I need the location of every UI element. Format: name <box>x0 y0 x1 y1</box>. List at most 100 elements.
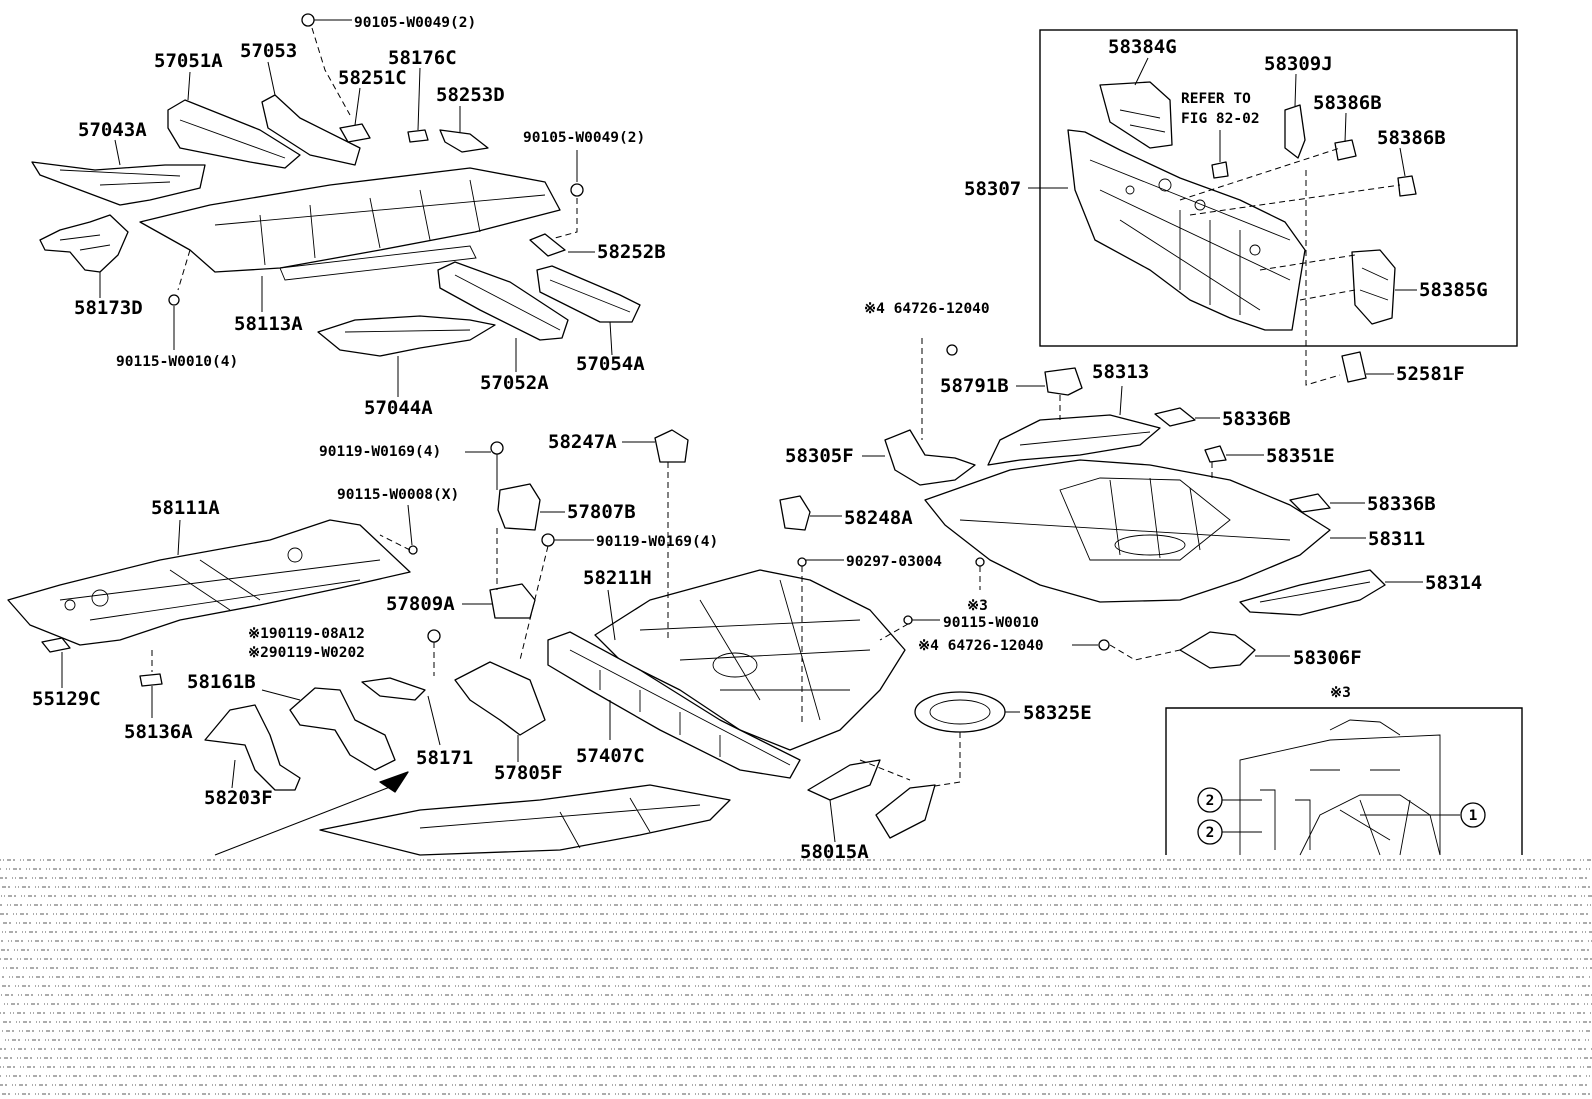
label-58325e: 58325E <box>1023 702 1092 724</box>
part-58111a <box>7 519 411 646</box>
part-lower-floor <box>319 784 731 856</box>
part-57051a <box>167 99 301 169</box>
part-58161b <box>289 687 396 771</box>
label-58176c: 58176C <box>388 47 457 69</box>
label-58791b: 58791B <box>940 375 1009 397</box>
label-57053: 57053 <box>240 40 297 62</box>
label-58307: 58307 <box>964 178 1021 200</box>
leaders-top-left <box>99 19 613 397</box>
label-58314: 58314 <box>1425 572 1482 594</box>
label-circ-1: 1 <box>1469 808 1478 824</box>
part-58176c <box>407 129 429 143</box>
label-57407c: 57407C <box>576 745 645 767</box>
label-58313: 58313 <box>1092 361 1149 383</box>
label-57044a: 57044A <box>364 397 433 419</box>
part-58336b-b <box>1289 493 1331 513</box>
panel-58307-group <box>1039 29 1518 383</box>
leaders-rear-floor <box>862 338 1423 661</box>
bolt-90115-w0010 <box>903 615 913 625</box>
label-57805f: 57805F <box>494 762 563 784</box>
label-64726-top: ※4 64726-12040 <box>864 301 990 317</box>
label-58161b: 58161B <box>187 671 256 693</box>
label-90297: 90297-03004 <box>846 554 942 570</box>
arrow-indicator <box>214 784 396 856</box>
label-57052a: 57052A <box>480 372 549 394</box>
label-58113a: 58113A <box>234 313 303 335</box>
bolt-90105-right <box>570 183 584 197</box>
label-58211h: 58211H <box>583 567 652 589</box>
part-57807b <box>497 483 541 531</box>
leaders-top-right <box>1028 57 1417 386</box>
callout-circle-2a <box>1197 787 1223 813</box>
label-64726-bot: ※4 64726-12040 <box>918 638 1044 654</box>
label-90115-w0010: 90115-W0010 <box>943 615 1039 631</box>
label-58386b-b: 58386B <box>1377 127 1446 149</box>
label-58173d: 58173D <box>74 297 143 319</box>
label-90105-b: 90105-W0049(2) <box>523 130 645 146</box>
label-58336b-b: 58336B <box>1367 493 1436 515</box>
part-58247a <box>654 429 689 463</box>
label-58311: 58311 <box>1368 528 1425 550</box>
part-58251c <box>339 123 371 143</box>
bolt-90297 <box>797 557 807 567</box>
callout-circle-1 <box>1460 802 1486 828</box>
part-58386b-b <box>1397 175 1417 197</box>
label-57054a: 57054A <box>576 353 645 375</box>
label-52581f: 52581F <box>1396 363 1465 385</box>
label-58351e: 58351E <box>1266 445 1335 467</box>
front-floor-group <box>31 13 641 357</box>
part-58113a <box>139 167 561 273</box>
label-58252b: 58252B <box>597 241 666 263</box>
label-58309j: 58309J <box>1264 53 1333 75</box>
part-57053 <box>261 94 361 166</box>
inset-frame <box>1165 707 1523 855</box>
scan-noise-band <box>0 859 1592 1095</box>
label-57043a: 57043A <box>78 119 147 141</box>
callout-circle-2b <box>1197 819 1223 845</box>
part-58015a <box>807 759 881 801</box>
part-58309j <box>1284 104 1306 159</box>
part-58386b-a <box>1334 139 1357 161</box>
label-55129c: 55129C <box>32 688 101 710</box>
bolt-90119-08a12 <box>427 629 441 643</box>
label-90115-w0008: 90115-W0008(X) <box>337 487 459 503</box>
label-circ-2a: 2 <box>1206 793 1215 809</box>
label-58136a: 58136A <box>124 721 193 743</box>
bolt-90119-b <box>541 533 555 547</box>
part-58336b-a <box>1154 407 1196 427</box>
floor-pan-group <box>7 519 418 687</box>
part-58384g <box>1099 81 1173 149</box>
part-58325e <box>914 691 1006 733</box>
bolt-64726-bottom <box>1098 639 1110 651</box>
part-55129c <box>41 637 71 653</box>
part-58253d <box>439 129 489 153</box>
part-refer-clip <box>1211 161 1229 179</box>
part-57805f <box>454 661 546 736</box>
label-90119-b: 90119-W0169(4) <box>596 534 718 550</box>
part-58252b <box>529 233 566 257</box>
label-58015a: 58015A <box>800 841 869 863</box>
label-fig: FIG 82-02 <box>1181 111 1260 127</box>
part-58203f <box>204 704 301 791</box>
part-58248a <box>779 495 811 531</box>
part-58307 <box>1067 129 1306 331</box>
label-57807b: 57807B <box>567 501 636 523</box>
label-58111a: 58111A <box>151 497 220 519</box>
part-57052a <box>437 261 569 341</box>
label-58251c: 58251C <box>338 67 407 89</box>
label-58385g: 58385G <box>1419 279 1488 301</box>
rear-floor-group <box>884 344 1386 669</box>
part-58306f <box>1179 631 1256 669</box>
label-58203f: 58203F <box>204 787 273 809</box>
part-58136a <box>139 673 163 687</box>
label-58247a: 58247A <box>548 431 617 453</box>
label-90119-a: 90119-W0169(4) <box>319 444 441 460</box>
part-58385g <box>1351 249 1396 325</box>
bolt-90119-a <box>490 441 504 455</box>
part-58351e <box>1204 445 1227 463</box>
label-90115-w0010-4: 90115-W0010(4) <box>116 354 238 370</box>
part-58015a-b <box>875 784 936 839</box>
label-refer: REFER TO <box>1181 91 1251 107</box>
